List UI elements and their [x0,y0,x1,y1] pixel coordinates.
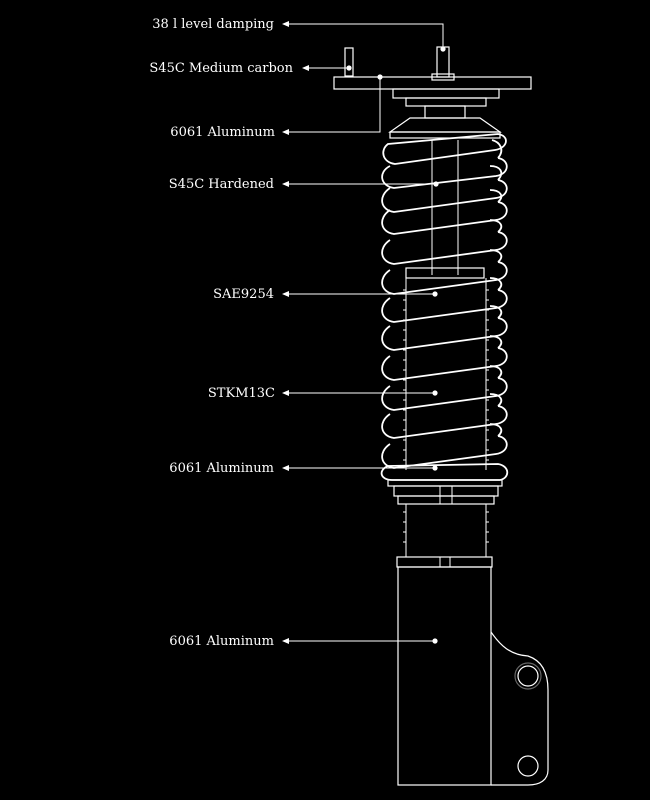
callout-spring: SAE9254 [213,287,438,302]
callout-label: 6061 Aluminum [169,634,274,649]
callout-label: 38 l level damping [152,17,274,32]
callout-hardened: S45C Hardened [169,177,439,192]
top-mount-plate [333,76,532,107]
callout-label: STKM13C [208,386,275,401]
callout-label: 6061 Aluminum [170,125,275,140]
callout-damping: 38 l level damping [152,17,446,52]
upper-spring-seat [388,105,502,139]
callout-label: SAE9254 [213,287,274,302]
mount-stud [344,47,354,77]
threaded-body-tube [403,278,489,470]
knuckle-bracket [490,631,549,786]
callout-top-mount: 6061 Aluminum [170,74,383,140]
callout-label: S45C Hardened [169,177,274,192]
coilover-illustration [333,46,549,786]
piston-shaft [431,140,459,275]
callout-label: 6061 Aluminum [169,461,274,476]
callout-body-tube: STKM13C [208,386,438,401]
damping-adjuster-knob [431,46,455,81]
callout-lower-bracket: 6061 Aluminum [169,634,438,649]
callout-medium-carbon: S45C Medium carbon [149,61,352,76]
callout-label: S45C Medium carbon [149,61,293,76]
callout-spring-seat: 6061 Aluminum [169,461,438,476]
lower-body-collar [396,556,493,568]
bump-stop [405,267,485,279]
lower-spring-seat [387,479,503,505]
lower-body [397,566,492,786]
coil-spring [380,133,509,481]
lower-threaded-section [403,504,489,557]
